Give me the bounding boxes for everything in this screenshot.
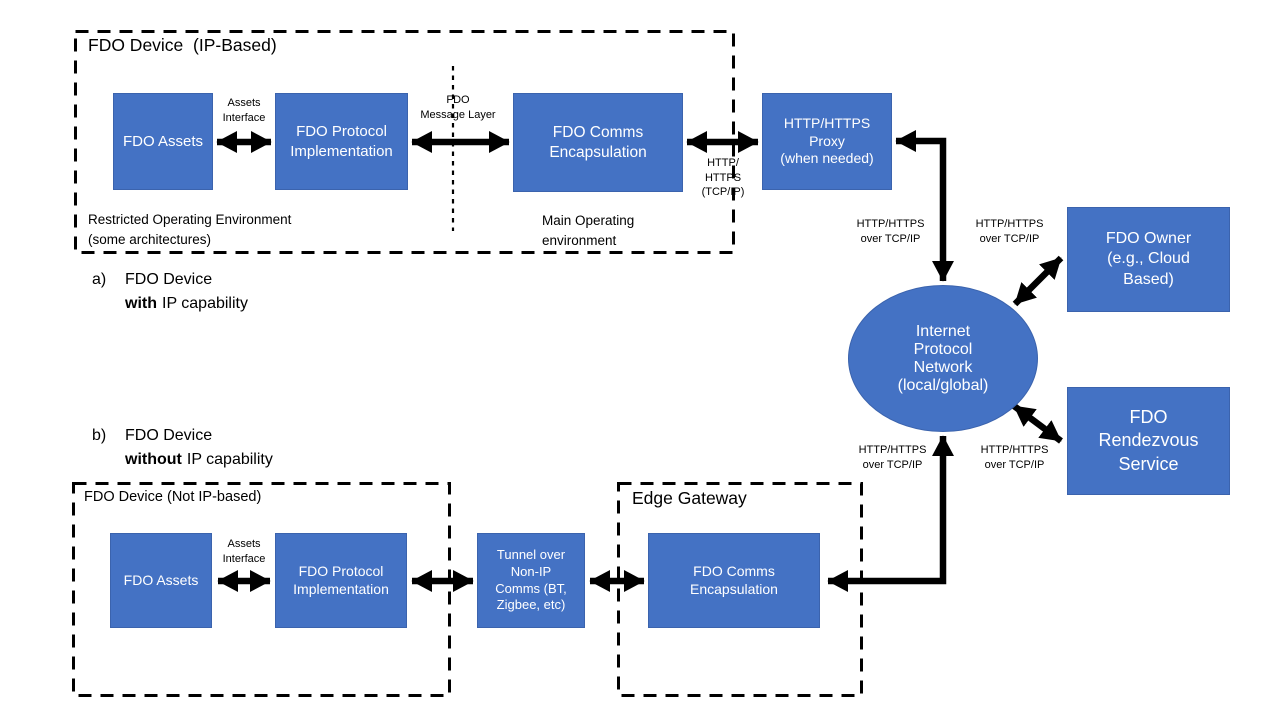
label-main-environment: Main Operating environment	[542, 213, 635, 249]
label-http-over-tcpip-1: HTTP/HTTPS over TCP/IP	[856, 218, 925, 245]
device-b-title: FDO Device (Not IP-based)	[84, 489, 262, 505]
box-http-https-proxy: HTTP/HTTPS Proxy (when needed)	[762, 93, 892, 190]
edge-gateway-title: Edge Gateway	[632, 488, 747, 508]
label-assets-interface-b: Assets Interface	[222, 538, 266, 565]
arrow-network-owner	[1012, 255, 1064, 307]
device-b-dashed-outline	[72, 482, 451, 697]
arrow-network-rendezvous	[1012, 403, 1063, 444]
label-http-over-tcpip-4: HTTP/HTTPS over TCP/IP	[980, 444, 1049, 471]
arrow-proxy-network	[895, 129, 955, 282]
label-http-https-tcpip: HTTP/ HTTPS (TCP/IP)	[701, 157, 745, 199]
box-fdo-owner: FDO Owner (e.g., Cloud Based)	[1067, 207, 1230, 312]
arrow-gateway-network	[827, 435, 955, 593]
device-a-title: FDO Device (IP-Based)	[88, 35, 277, 55]
box-tunnel-non-ip-comms: Tunnel over Non-IP Comms (BT, Zigbee, et…	[477, 533, 585, 628]
label-fdo-message-layer: FDO Message Layer	[420, 94, 496, 121]
box-fdo-comms-encapsulation-a: FDO Comms Encapsulation	[513, 93, 683, 192]
box-fdo-rendezvous-service: FDO Rendezvous Service	[1067, 387, 1230, 495]
box-fdo-comms-encapsulation-b: FDO Comms Encapsulation	[648, 533, 820, 628]
box-fdo-protocol-implementation-a: FDO Protocol Implementation	[275, 93, 408, 190]
internet-protocol-network-ellipse: Internet Protocol Network (local/global)	[848, 285, 1038, 432]
label-http-over-tcpip-2: HTTP/HTTPS over TCP/IP	[975, 218, 1044, 245]
box-fdo-assets-a: FDO Assets	[113, 93, 213, 190]
box-fdo-protocol-implementation-b: FDO Protocol Implementation	[275, 533, 407, 628]
label-assets-interface-a: Assets Interface	[222, 97, 266, 124]
label-restricted-environment: Restricted Operating Environment (some a…	[88, 212, 292, 248]
label-http-over-tcpip-3: HTTP/HTTPS over TCP/IP	[858, 444, 927, 471]
box-fdo-assets-b: FDO Assets	[110, 533, 212, 628]
